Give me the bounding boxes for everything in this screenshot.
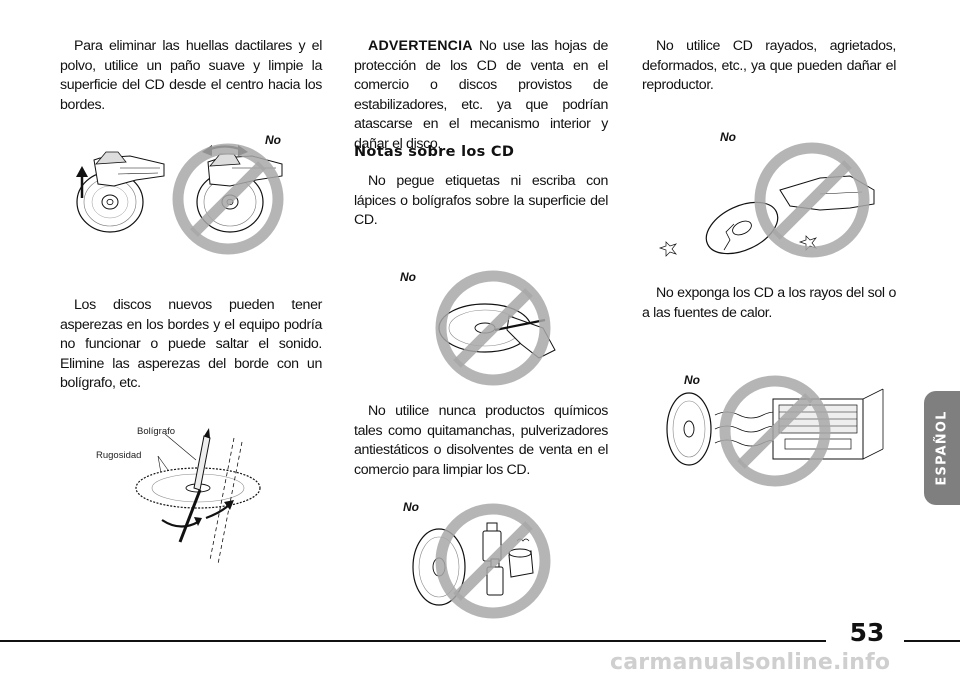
left-para-burrs: Los discos nuevos pueden tener asperezas… — [60, 297, 322, 391]
prohibition-icon — [172, 143, 284, 255]
figure-cracked-cd — [658, 142, 875, 258]
cd-disc-icon — [666, 392, 712, 466]
arrow-up-icon — [76, 166, 88, 198]
footer-rule-right — [904, 640, 960, 642]
right-para-damaged: No utilice CD rayados, agrietados, defor… — [642, 38, 896, 93]
spray-can-icon — [508, 538, 534, 578]
prohibition-icon — [435, 503, 551, 619]
figure-heat-source — [666, 375, 884, 487]
pen-icon — [178, 428, 211, 543]
language-tab: ESPAÑOL — [924, 391, 960, 505]
middle-para-warning: ADVERTENCIA No use las hojas de protecci… — [354, 37, 608, 154]
section-heading-cd-notes: Notas sobre los CD — [354, 144, 515, 160]
figure-cleaning-cd — [76, 143, 284, 255]
fig-pen-no-label: No — [400, 270, 416, 284]
fig-cracked-no-label: No — [720, 130, 736, 144]
prohibition-icon — [435, 270, 551, 386]
language-tab-label: ESPAÑOL — [934, 410, 950, 486]
cd-disc-icon — [76, 171, 144, 233]
fig-chem-no-label: No — [403, 500, 419, 514]
label-ballpoint-pen: Bolígrafo — [137, 426, 176, 437]
warning-text: No use las hojas de protección de los CD… — [354, 38, 609, 152]
prohibition-icon — [719, 375, 831, 487]
footer-rule-left — [0, 640, 826, 642]
label-roughness: Rugosidad — [96, 450, 142, 461]
figure-pen-on-cd — [435, 270, 556, 386]
prohibition-icon — [754, 142, 870, 258]
rotate-arrow-icon — [161, 500, 234, 528]
right-para-heat: No exponga los CD a los rayos del sol o … — [642, 285, 896, 321]
figure-chemicals — [412, 503, 551, 619]
fig-clean-no-label: No — [265, 133, 281, 147]
page-number: 53 — [849, 618, 885, 647]
watermark: carmanualsonline.info — [610, 650, 891, 675]
warning-label: ADVERTENCIA — [368, 38, 473, 54]
middle-para-labels: No pegue etiquetas ni escriba con lápice… — [354, 173, 608, 228]
figure-remove-burrs — [135, 428, 261, 565]
hand-cloth-icon — [93, 151, 165, 187]
fig-heat-no-label: No — [684, 373, 700, 387]
left-para-fingerprints: Para eliminar las huellas dactilares y e… — [60, 38, 322, 113]
middle-para-chemicals: No utilice nunca productos químicos tale… — [354, 403, 608, 478]
